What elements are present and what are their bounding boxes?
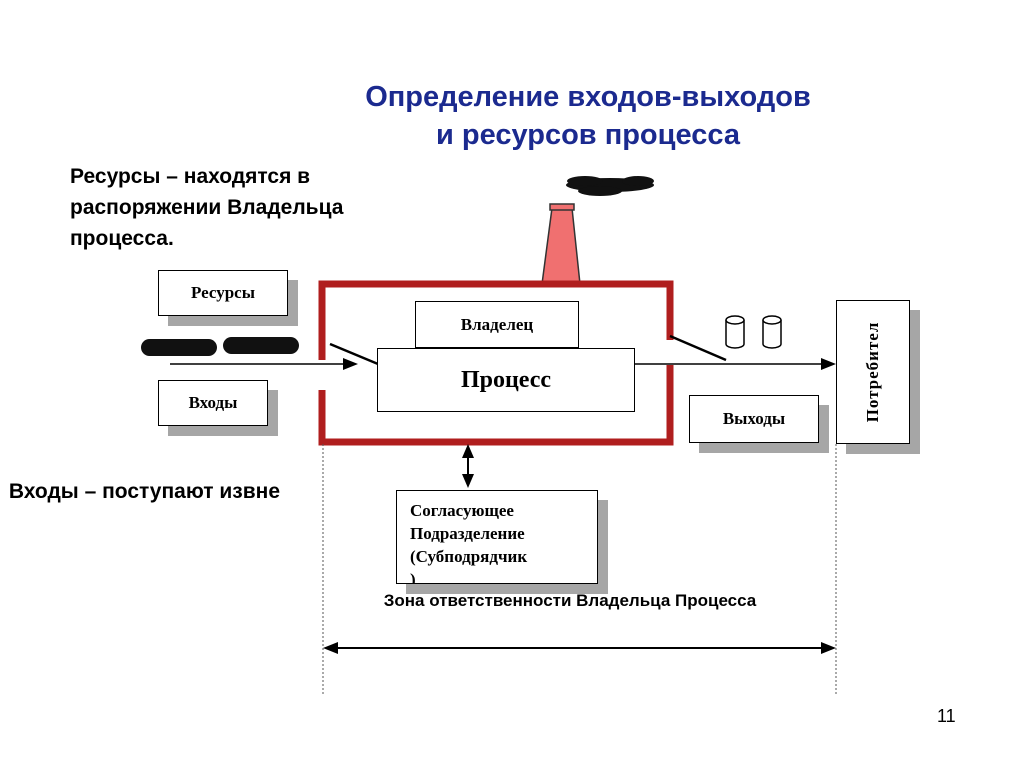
page-title: Определение входов-выходов и ресурсов пр… xyxy=(300,78,876,154)
output-flow-arrow xyxy=(634,358,836,370)
chimney-icon xyxy=(541,203,581,285)
resources-box: Ресурсы xyxy=(158,270,288,316)
consumer-label: Потребител xyxy=(863,321,882,423)
inputs-note: Входы – поступают извне xyxy=(8,480,280,503)
input-gate-line xyxy=(329,342,379,366)
inputs-box: Входы xyxy=(158,380,268,426)
input-flow-arrow xyxy=(170,358,358,370)
coordination-arrow xyxy=(462,444,474,488)
output-gate-line xyxy=(669,334,727,362)
resources-note: Ресурсы – находятся в распоряжении Владе… xyxy=(70,165,344,250)
subdivision-box: Согласующее Подразделение (Субподрядчик … xyxy=(396,490,598,584)
subdivision-line-4: ) xyxy=(410,570,416,584)
output-product-icon xyxy=(725,315,782,349)
zone-label: Зона ответственности Владельца Процесса xyxy=(383,591,757,610)
owner-frame xyxy=(318,280,674,446)
smoke-cloud-icon xyxy=(566,176,654,196)
title-line-1: Определение входов-выходов xyxy=(365,81,811,113)
consumer-box: Потребител xyxy=(836,300,910,444)
subdivision-line-1: Согласующее xyxy=(410,501,514,520)
input-material-icon xyxy=(141,337,299,356)
page-number: 11 xyxy=(937,706,956,726)
subdivision-line-2: Подразделение xyxy=(410,524,525,543)
process-box: Процесс xyxy=(377,348,635,412)
zone-arrow xyxy=(323,642,836,654)
subdivision-line-3: (Субподрядчик xyxy=(410,547,528,566)
outputs-box: Выходы xyxy=(689,395,819,443)
owner-box: Владелец xyxy=(415,301,579,348)
title-line-2: и ресурсов процесса xyxy=(436,119,740,151)
